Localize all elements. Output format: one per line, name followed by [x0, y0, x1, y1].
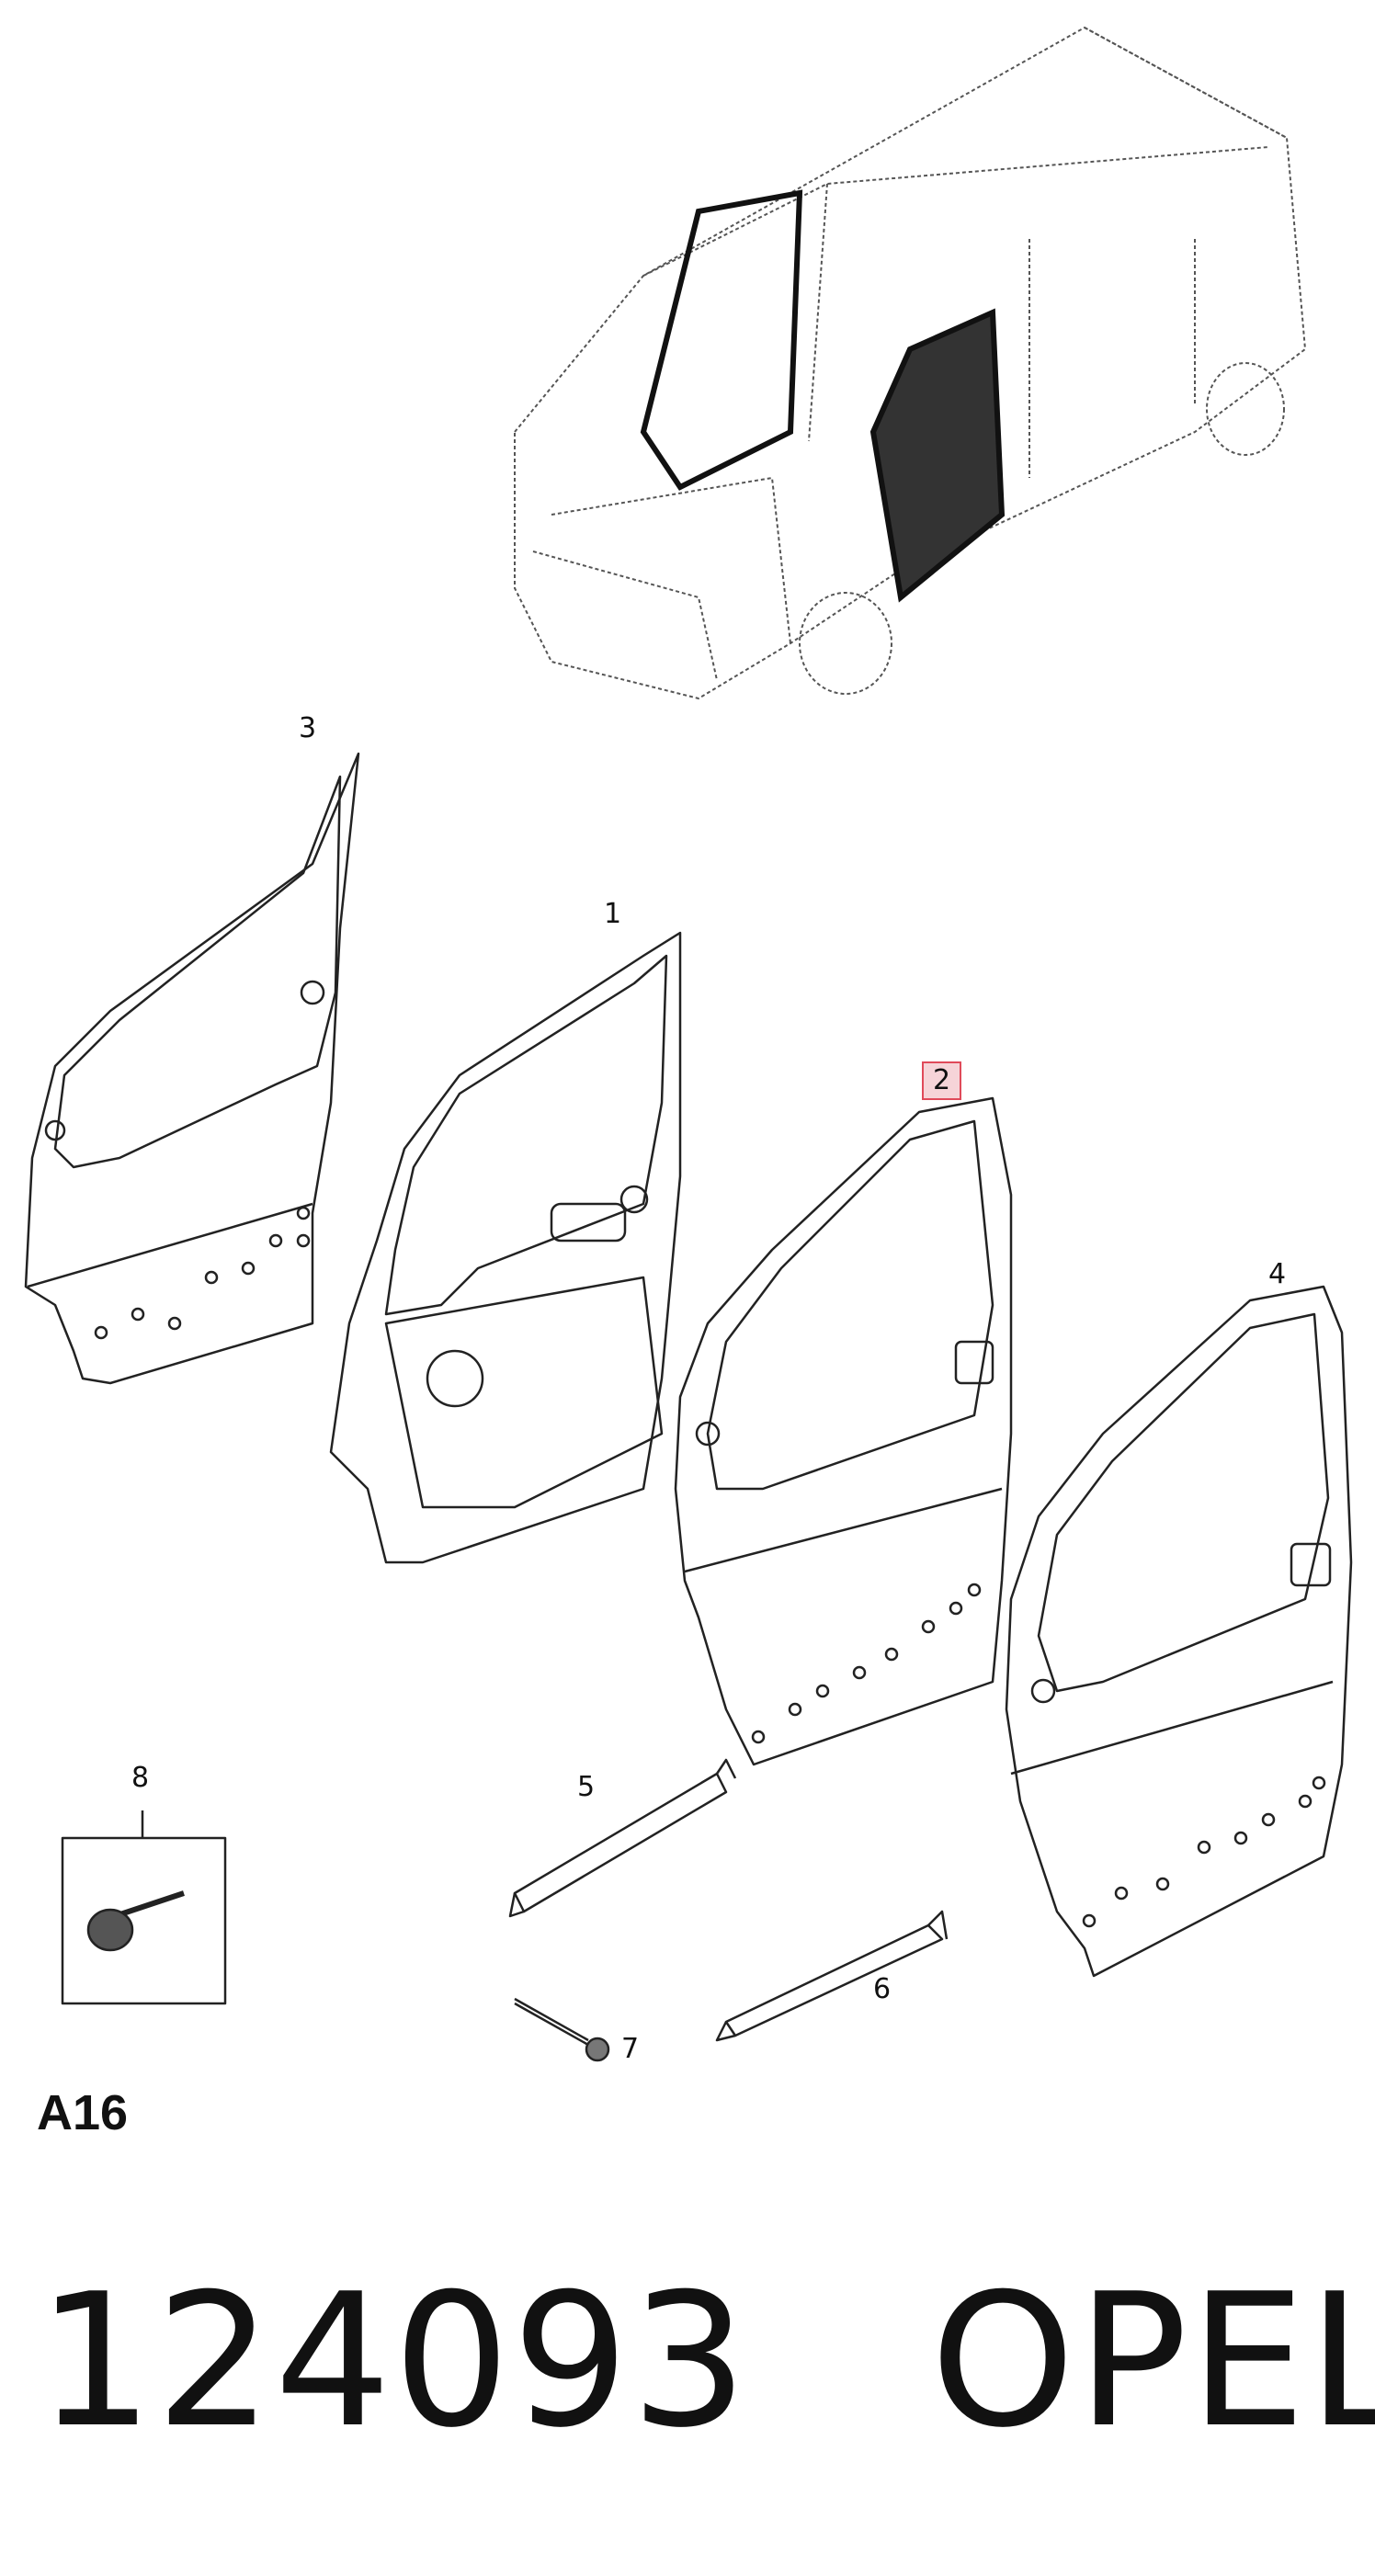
- part-7-screw: [514, 1997, 610, 2062]
- part-6-reinforcement-strip: [715, 1910, 949, 2042]
- section-code: A16: [37, 2085, 129, 2140]
- brand-name: OPEL: [930, 2254, 1375, 2468]
- callout-1[interactable]: 1: [604, 898, 622, 930]
- door-parts-drawing: [24, 752, 1353, 2062]
- callout-2-highlighted[interactable]: 2: [922, 1061, 962, 1100]
- part-5-reinforcement-strip: [508, 1758, 737, 1918]
- part-8-fastener-box: [61, 1810, 227, 2005]
- part-number: 124093: [37, 2254, 750, 2468]
- part-4-door-outer-panel: [1005, 1285, 1353, 1978]
- footer-label: 124093 OPEL: [37, 2270, 1375, 2454]
- part-1-door-inner-panel: [329, 931, 682, 1564]
- part-3-door-panel: [24, 752, 360, 1385]
- part-2-door-outer-panel: [674, 1096, 1013, 1766]
- callout-5[interactable]: 5: [577, 1771, 596, 1803]
- callout-8[interactable]: 8: [131, 1762, 150, 1794]
- callout-4[interactable]: 4: [1268, 1258, 1287, 1290]
- van-overview-illustration: [514, 26, 1307, 700]
- callout-3[interactable]: 3: [299, 712, 317, 744]
- callout-6[interactable]: 6: [873, 1973, 892, 2005]
- callout-7[interactable]: 7: [621, 2033, 640, 2065]
